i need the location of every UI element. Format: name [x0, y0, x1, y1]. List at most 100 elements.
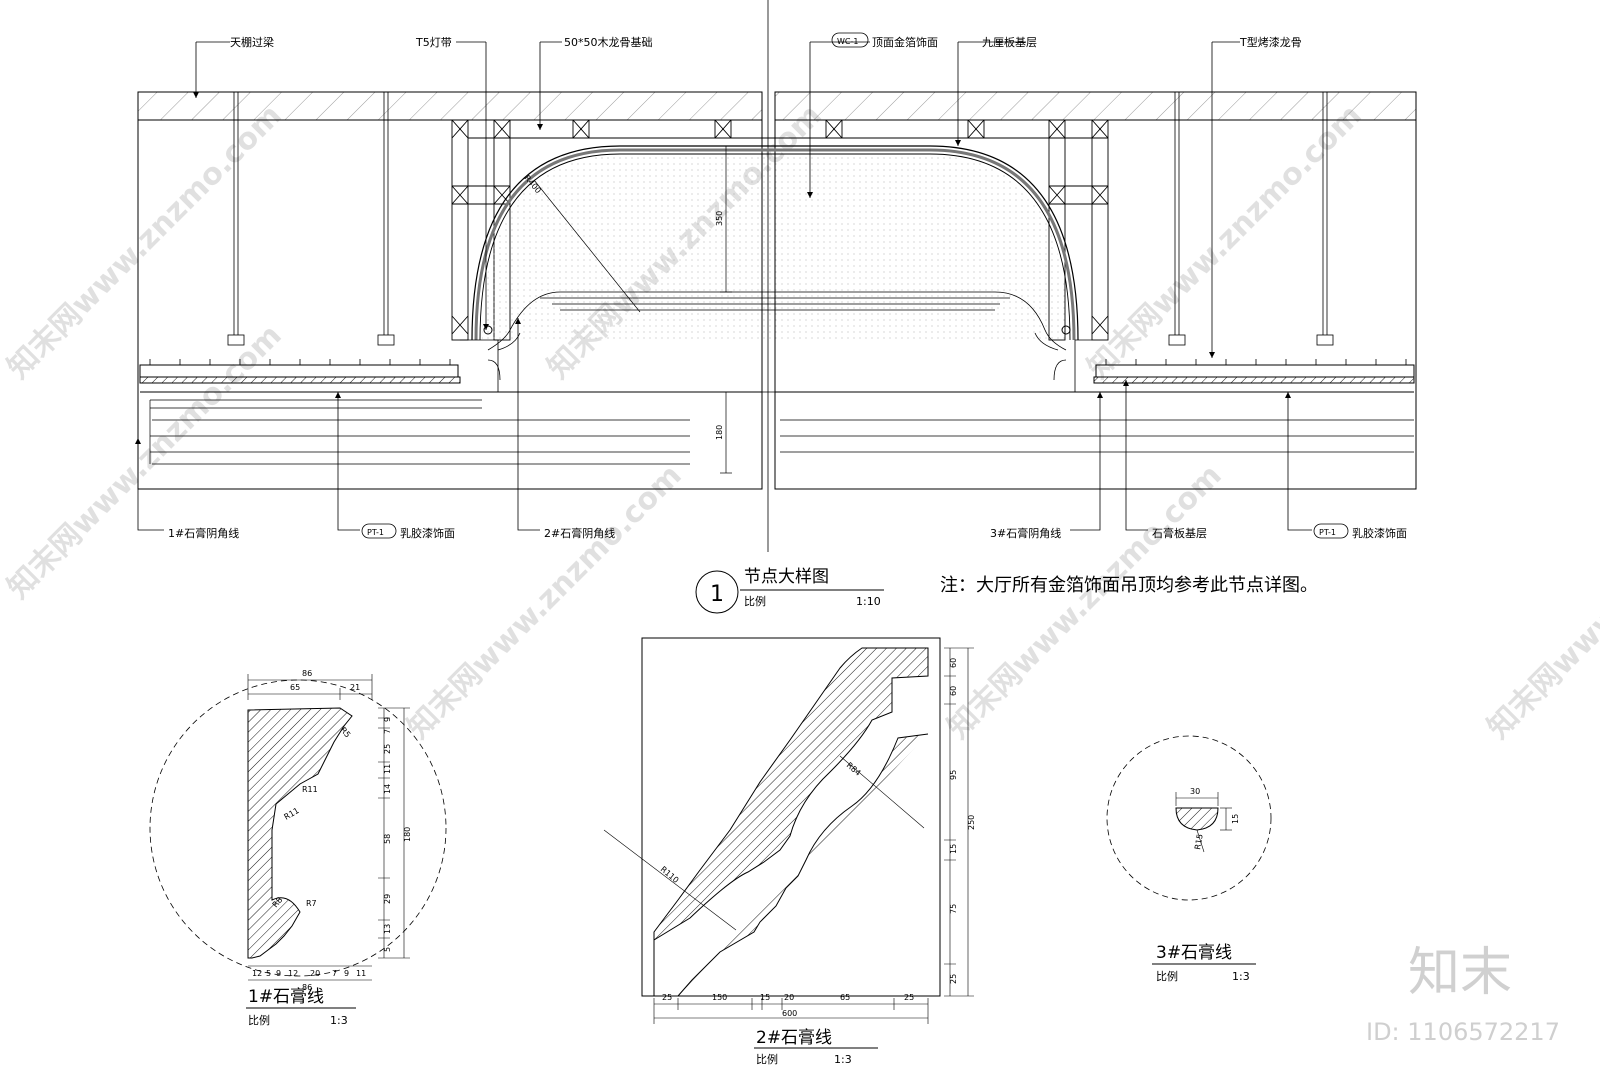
detail-number: 1: [710, 582, 724, 607]
profile-2-scale-word: 比例: [756, 1052, 778, 1066]
p1-radius-r11a: R11: [302, 785, 318, 794]
p1-b-12a: 12: [252, 969, 262, 978]
label-plaster-line-1: 1#石膏阴角线: [168, 526, 239, 540]
label-latex-left: 乳胶漆饰面: [400, 526, 455, 540]
r400-leader: [533, 179, 641, 313]
label-latex-right: 乳胶漆饰面: [1352, 526, 1407, 540]
profile-3-title: 3#石膏线: [1156, 942, 1232, 963]
leader-arrows-bottom: [135, 318, 1291, 444]
watermark: 知末网www.znzmo.com: [1481, 458, 1600, 746]
ceiling-slab-left: [137, 91, 763, 121]
label-t-keel: T型烤漆龙骨: [1239, 35, 1302, 49]
branding: 知末 ID: 1106572217: [1366, 943, 1560, 1046]
t-keel-ceiling: [139, 364, 1415, 393]
label-pt1-tag-right: PT-1: [1319, 528, 1336, 537]
watermark: 知末网www.znzmo.com: [401, 458, 689, 746]
profile-1-scale-word: 比例: [248, 1013, 270, 1027]
p3-height: 15: [1231, 814, 1240, 824]
p2-r-15: 15: [949, 844, 958, 854]
p3-radius: R15: [1193, 833, 1205, 850]
profile-3-detail: 30 15 R15 3#石膏线 比例 1:3: [1106, 735, 1272, 983]
p2-total-height: 250: [967, 815, 976, 830]
p1-b-7: 7: [332, 969, 337, 978]
ceiling-section: [135, 0, 1417, 552]
detail-title: 节点大样图: [744, 567, 829, 587]
p1-total-height: 180: [403, 827, 412, 842]
dim-350: 350: [715, 211, 724, 226]
p1-top-21: 21: [350, 683, 360, 692]
profile-1-title: 1#石膏线: [248, 986, 324, 1007]
p1-r-13: 13: [383, 924, 392, 934]
detail-title-block: 1 节点大样图 比例 1:10 注：大厅所有金箔饰面吊顶均参考此节点详图。: [695, 567, 1318, 614]
label-t5-light: T5灯带: [415, 36, 452, 49]
p2-b-25b: 25: [904, 993, 914, 1002]
profile-3-scale: 1:3: [1232, 970, 1250, 983]
profile-3-shape: [1175, 807, 1219, 831]
wood-keel-frames: [451, 119, 1109, 341]
hanger-rods: [227, 92, 1334, 346]
profile-2-title: 2#石膏线: [756, 1027, 832, 1048]
t-keel-clips: [149, 359, 1407, 365]
brand-logo: 知末: [1408, 943, 1512, 1003]
p2-b-15: 15: [760, 993, 770, 1002]
p1-r-25: 25: [383, 744, 392, 754]
detail-scale: 1:10: [856, 595, 881, 608]
p1-r-9: 9: [383, 717, 392, 722]
center-cornice: [460, 291, 1092, 393]
label-gold-foil: 顶面金箔饰面: [872, 35, 938, 49]
profile-1-dim-lines: [247, 674, 410, 981]
label-plaster-line-3: 3#石膏阴角线: [990, 526, 1061, 540]
p2-radius-r110: R110: [659, 865, 681, 885]
p1-r-58: 58: [383, 834, 392, 844]
p1-r-7: 7: [383, 729, 392, 734]
profile-1-detail: 86 65 21 9 7 25 11 14 58 29 13 5 180 12 …: [149, 669, 447, 1027]
watermark: 知末网www.znzmo.com: [1081, 98, 1369, 386]
p1-b-11: 11: [356, 969, 366, 978]
label-ceiling-beam: 天棚过梁: [230, 35, 274, 49]
p1-r-29: 29: [383, 894, 392, 904]
gold-foil-dome: [471, 145, 1079, 341]
p1-b-9b: 9: [344, 969, 349, 978]
top-label-leaders: [195, 41, 1240, 358]
top-labels: 天棚过梁 T5灯带 50*50木龙骨基础 WC-1 顶面金箔饰面 九厘板基层 T…: [230, 32, 1302, 49]
profile-2-dim-lines: [603, 647, 974, 1024]
detail-scale-word: 比例: [744, 594, 766, 608]
pt1-tag-left-outline: [361, 523, 397, 539]
p1-r-11: 11: [383, 764, 392, 774]
p1-r-5: 5: [383, 947, 392, 952]
p2-b-20: 20: [784, 993, 794, 1002]
p1-top-65: 65: [290, 683, 300, 692]
p2-radius-r84: R84: [845, 761, 863, 778]
general-note: 注：大厅所有金箔饰面吊顶均参考此节点详图。: [940, 575, 1318, 596]
p1-r-14: 14: [383, 784, 392, 794]
p2-b-65: 65: [840, 993, 850, 1002]
label-gypsum-board: 石膏板基层: [1152, 526, 1207, 540]
ceiling-slab-right: [774, 91, 1417, 121]
p2-r-60a: 60: [949, 658, 958, 668]
p2-r-75: 75: [949, 904, 958, 914]
label-wc1-tag: WC-1: [837, 37, 858, 46]
label-wood-keel: 50*50木龙骨基础: [564, 36, 653, 49]
p2-r-60b: 60: [949, 686, 958, 696]
profile-2-detail: 60 60 95 15 75 25 250 25 150 15 20 65 25…: [603, 637, 976, 1066]
wc1-tag-outline: [831, 32, 869, 48]
leader-arrows: [193, 92, 1215, 358]
pt1-tag-right-outline: [1313, 523, 1349, 539]
bottom-label-leaders: [137, 318, 1312, 531]
watermark: 知末网www.znzmo.com: [941, 458, 1229, 746]
p2-bottom-total: 600: [782, 1009, 797, 1018]
height-dimension-lines: [720, 145, 732, 474]
p1-radius-r11b: R11: [283, 806, 301, 822]
dim-180: 180: [715, 425, 724, 440]
p2-b-25a: 25: [662, 993, 672, 1002]
cornice-lines: [149, 399, 1414, 465]
label-pt1-tag-left: PT-1: [367, 528, 384, 537]
p1-b-9a: 9: [276, 969, 281, 978]
p1-b-5: 5: [266, 969, 271, 978]
p1-top-total: 86: [302, 669, 312, 678]
p3-width: 30: [1190, 787, 1200, 796]
profile-1-scale: 1:3: [330, 1014, 348, 1027]
p2-r-95: 95: [949, 770, 958, 780]
label-nine-ply: 九厘板基层: [982, 35, 1037, 49]
